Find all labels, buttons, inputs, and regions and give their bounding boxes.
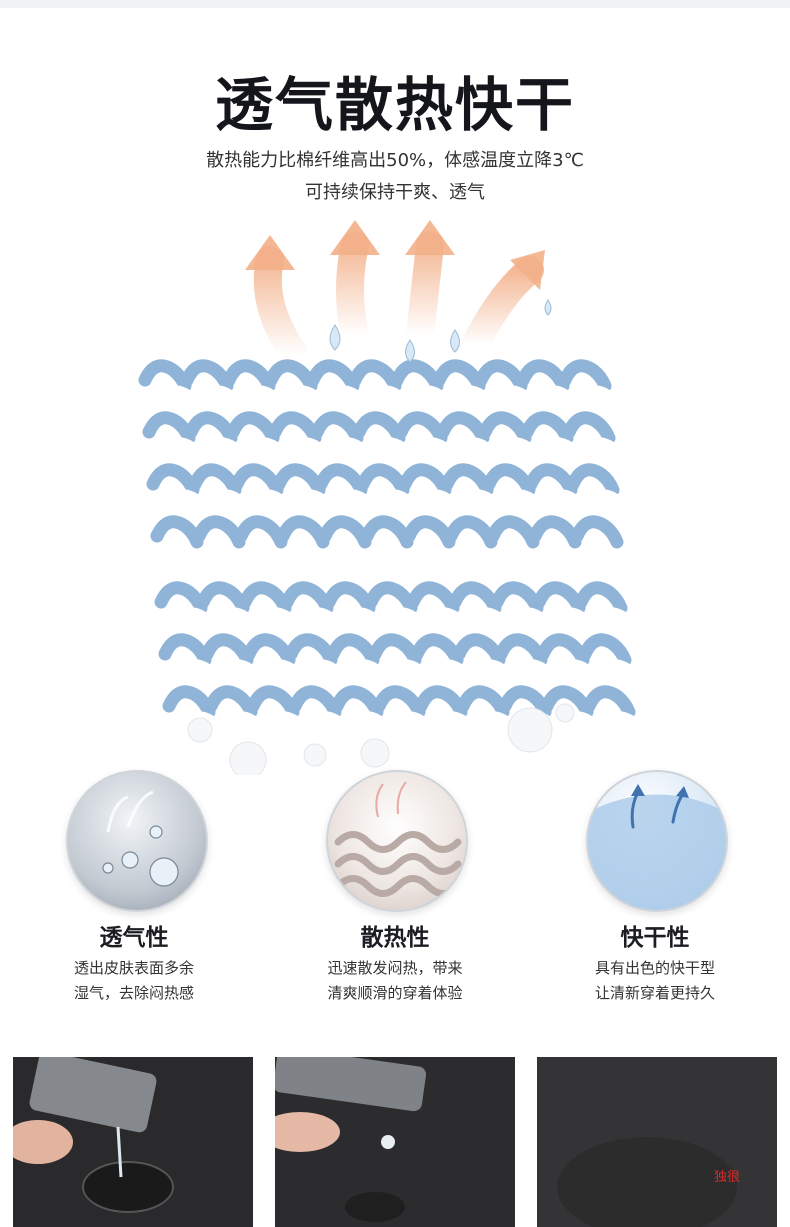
feature-title-breathable: 透气性 <box>99 925 169 951</box>
water-pour-photo <box>13 1057 253 1227</box>
subtitle-line-1: 散热能力比棉纤维高出50%，体感温度立降3℃ <box>206 150 584 171</box>
feature-title-heat: 散热性 <box>360 925 430 951</box>
feature-desc-heat-2: 清爽顺滑的穿着体验 <box>327 984 463 1002</box>
page-title: 透气散热快干 <box>214 71 575 139</box>
feature-desc-quickdry-1: 具有出色的快干型 <box>594 959 715 977</box>
feature-desc-breathable-2: 湿气，去除闷热感 <box>73 984 194 1002</box>
subtitle-line-2: 可持续保持干爽、透气 <box>305 182 485 203</box>
heat-arrow-icon <box>253 231 544 369</box>
feature-desc-heat-1: 迅速散发闷热，带来 <box>327 959 463 977</box>
feature-desc-breathable-1: 透出皮肤表面多余 <box>73 959 194 977</box>
watermark: 独很 <box>714 1170 741 1185</box>
dry-fabric-photo <box>537 1057 777 1227</box>
heat-dissipation-icon <box>326 770 468 912</box>
quick-dry-icon <box>586 770 728 912</box>
water-droplets-icon <box>66 770 208 912</box>
fabric-structure-illustration <box>120 215 680 779</box>
feature-title-quickdry: 快干性 <box>620 925 690 951</box>
top-divider <box>0 0 790 8</box>
water-bead-photo <box>275 1057 515 1227</box>
feature-desc-quickdry-2: 让清新穿着更持久 <box>594 984 715 1002</box>
